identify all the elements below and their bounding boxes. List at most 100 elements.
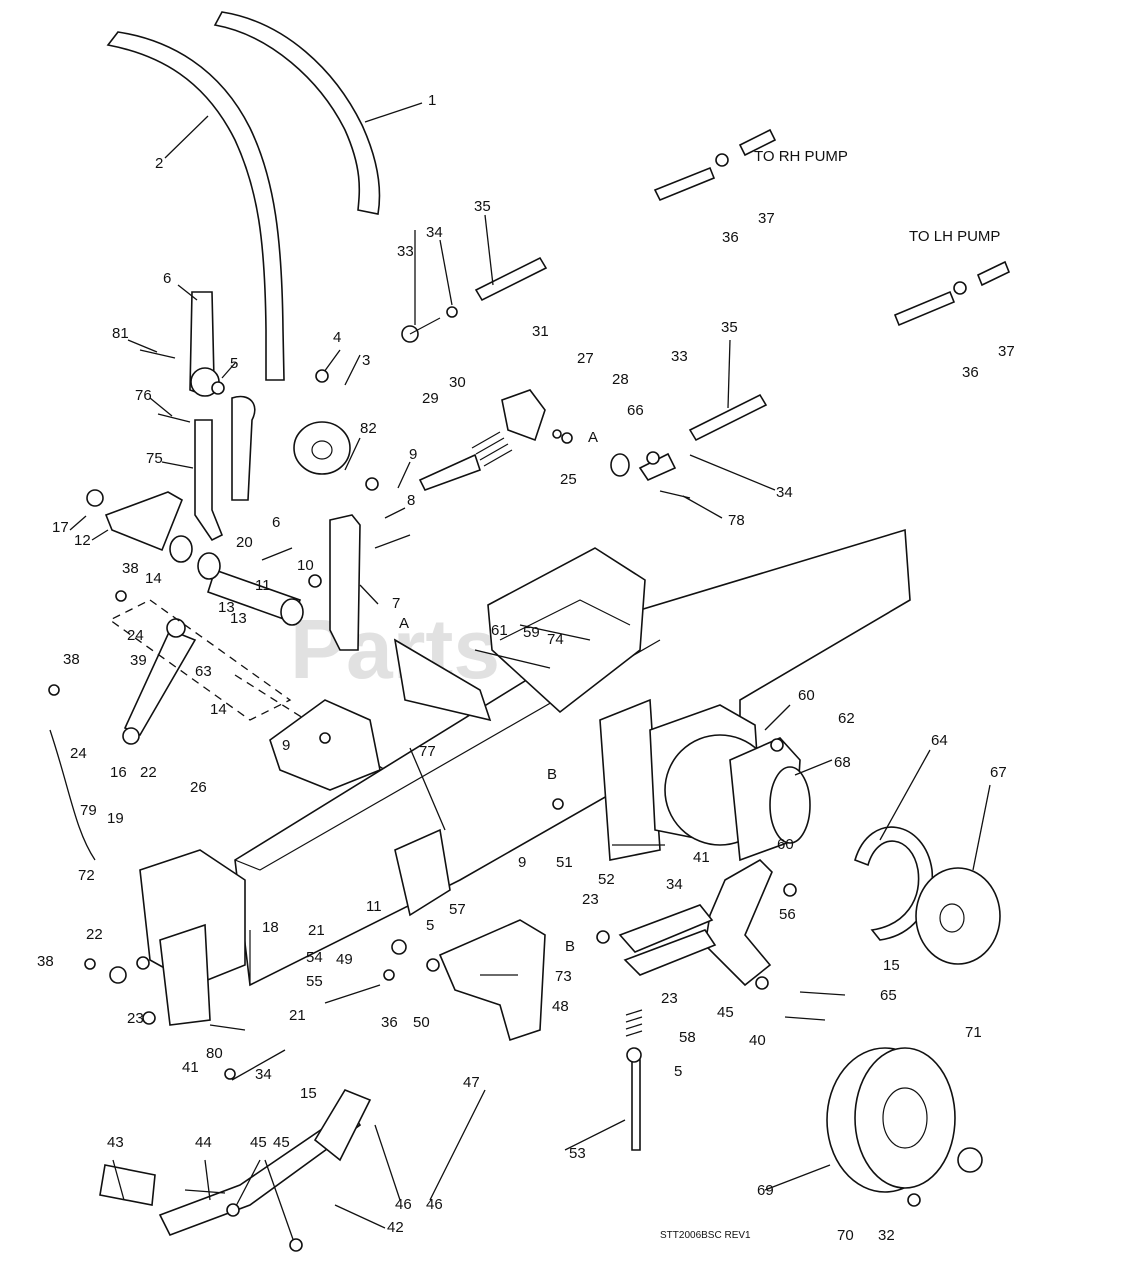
callout-label: 60	[777, 836, 794, 853]
pivot-tube	[169, 535, 304, 626]
gas-spring	[122, 618, 197, 745]
callout-labels: 1 2 3 4 5 6 81 76 75 82 9 8 7 6 17 12 14…	[37, 92, 1015, 1244]
callout-label: 24	[70, 745, 87, 762]
callout-label: 30	[449, 374, 466, 391]
callout-label: 8	[407, 492, 415, 509]
callout-label: 18	[262, 919, 279, 936]
callout-label: 21	[308, 922, 325, 939]
pump-rod-lh	[893, 260, 1011, 327]
callout-label: 7	[392, 595, 400, 612]
callout-label: 37	[758, 210, 775, 227]
bolts	[139, 349, 846, 1194]
callout-label: 36	[381, 1014, 398, 1031]
callout-label: 60	[798, 687, 815, 704]
callout-label: 21	[289, 1007, 306, 1024]
callout-label: 38	[63, 651, 80, 668]
callout-label: 38	[37, 953, 54, 970]
callout-label: 1	[428, 92, 436, 109]
callout-label: 48	[552, 998, 569, 1015]
callout-label: 33	[671, 348, 688, 365]
callout-label: 9	[409, 446, 417, 463]
callout-label: 37	[998, 343, 1015, 360]
reference-letter-b: B	[565, 938, 575, 955]
left-bracket	[139, 849, 246, 1026]
callout-label: 35	[474, 198, 491, 215]
callout-label: 66	[627, 402, 644, 419]
callout-label: 6	[163, 270, 171, 287]
callout-label: 50	[413, 1014, 430, 1031]
callout-label: 62	[838, 710, 855, 727]
callout-label: 45	[250, 1134, 267, 1151]
callout-label: 13	[230, 610, 247, 627]
callout-label: 25	[560, 471, 577, 488]
lower-plate	[438, 919, 546, 1042]
callout-label: 13	[218, 599, 235, 616]
callout-label: 23	[127, 1010, 144, 1027]
callout-label: 54	[306, 949, 323, 966]
callout-label: 67	[990, 764, 1007, 781]
callout-label: 3	[362, 352, 370, 369]
callout-label: 47	[463, 1074, 480, 1091]
pump-rod-rh	[653, 128, 777, 202]
callout-label: 34	[666, 876, 683, 893]
reference-letter-a: A	[399, 615, 409, 632]
callout-label: 29	[422, 390, 439, 407]
callout-label: 11	[366, 898, 382, 915]
callout-label: 51	[556, 854, 573, 871]
linkage-rod-right	[610, 393, 768, 482]
callout-label: 81	[112, 325, 129, 342]
transaxle	[649, 704, 811, 862]
callout-label: 71	[965, 1024, 982, 1041]
callout-label: 2	[155, 155, 163, 172]
linkage-rod-upper	[401, 256, 548, 343]
callout-label: 34	[255, 1066, 272, 1083]
callout-label: 42	[387, 1219, 404, 1236]
callout-label: 39	[130, 652, 147, 669]
callout-label: 53	[569, 1145, 586, 1162]
handle-left	[106, 31, 285, 381]
callout-label: 77	[419, 743, 436, 760]
callout-label: 17	[52, 519, 69, 536]
callout-label: 31	[532, 323, 549, 340]
wheel-hub	[915, 867, 1001, 965]
callout-label: 41	[182, 1059, 199, 1076]
callout-label: 16	[110, 764, 127, 781]
callout-label: 9	[518, 854, 526, 871]
callout-label: 9	[282, 737, 290, 754]
callout-label: 23	[661, 990, 678, 1007]
callout-label: 11	[255, 577, 271, 594]
callout-label: 10	[297, 557, 314, 574]
callout-label: 64	[931, 732, 948, 749]
callout-label: 5	[426, 917, 434, 934]
callout-label: 45	[717, 1004, 734, 1021]
callout-label: 75	[146, 450, 163, 467]
control-arm-bracket	[189, 291, 351, 542]
callout-label: 35	[721, 319, 738, 336]
callout-label: 82	[360, 420, 377, 437]
wheel	[826, 1047, 983, 1193]
center-support	[487, 547, 646, 714]
leader-lines	[49, 102, 991, 1246]
callout-label: 63	[195, 663, 212, 680]
callout-label: 46	[395, 1196, 412, 1213]
callout-label: 22	[86, 926, 103, 943]
callout-label: 65	[880, 987, 897, 1004]
callout-label: 52	[598, 871, 615, 888]
callout-label: 15	[300, 1085, 317, 1102]
callout-label: 14	[210, 701, 227, 718]
callout-label: 15	[883, 957, 900, 974]
callout-label: 27	[577, 350, 594, 367]
callout-label: 58	[679, 1029, 696, 1046]
callout-label: 6	[272, 514, 280, 531]
callout-label: 32	[878, 1227, 895, 1244]
callout-label: 5	[674, 1063, 682, 1080]
reference-letters: A A B B	[399, 429, 598, 955]
callout-label: 38	[122, 560, 139, 577]
foot-pedal	[99, 1089, 372, 1237]
callout-label: 4	[333, 329, 341, 346]
callout-label: 36	[962, 364, 979, 381]
callout-label: 61	[491, 622, 508, 639]
callout-label: 34	[426, 224, 443, 241]
callout-label: 73	[555, 968, 572, 985]
